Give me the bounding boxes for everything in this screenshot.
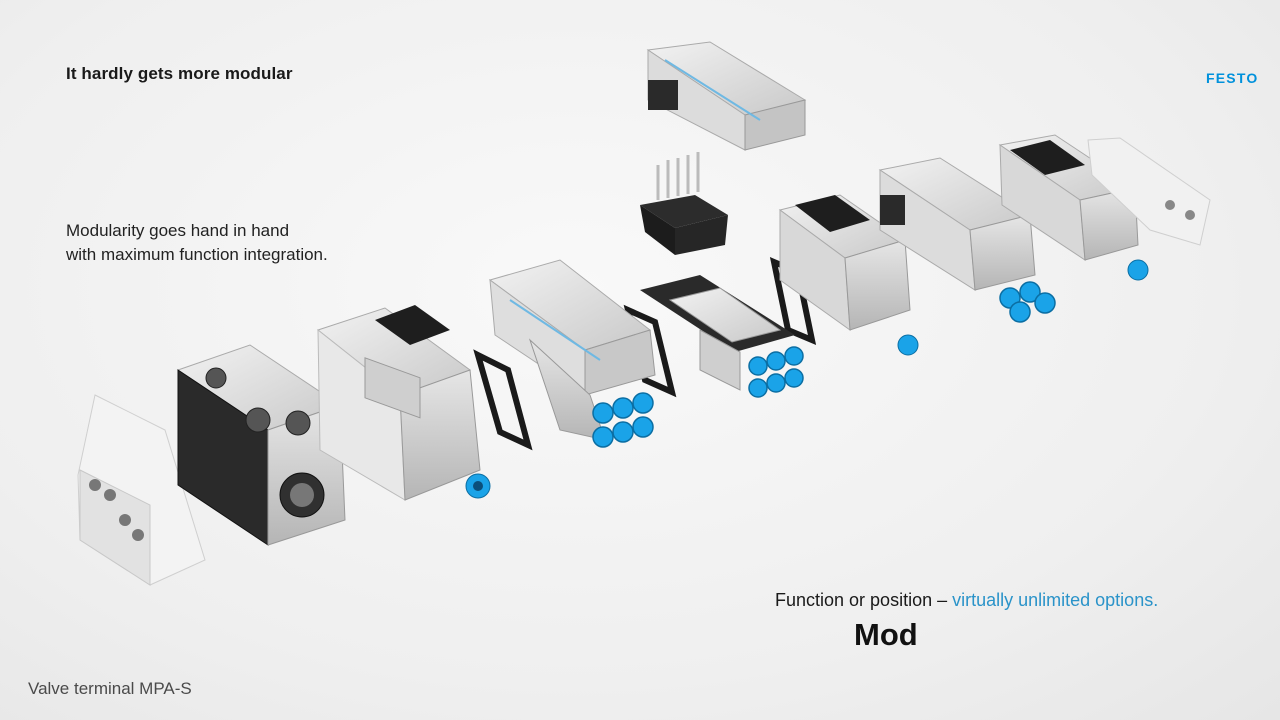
product-name: Valve terminal MPA-S [28,679,192,698]
caption-prefix: Function or position – [775,590,953,610]
manifold-base-plate [640,275,804,398]
subtext: Modularity goes hand in hand with maximu… [66,219,328,267]
headline: It hardly gets more modular [66,64,293,83]
end-plate-left [77,394,206,586]
subtext-line-2: with maximum function integration. [66,245,328,264]
bus-node-module [316,305,491,501]
supply-module [778,194,919,356]
valve-module-right [878,157,1056,323]
caption-accent: virtually unlimited options. [952,590,1159,610]
valve-manifold-module [488,259,656,448]
caption: Function or position – virtually unlimit… [775,590,1158,611]
festo-logo: FESTO [1206,70,1259,86]
end-plate-right [1087,137,1211,246]
subtext-line-1: Modularity goes hand in hand [66,221,290,240]
floating-valve-stack [646,41,807,151]
overlay-word: Mod [854,617,918,652]
floating-sub-base [640,152,728,255]
